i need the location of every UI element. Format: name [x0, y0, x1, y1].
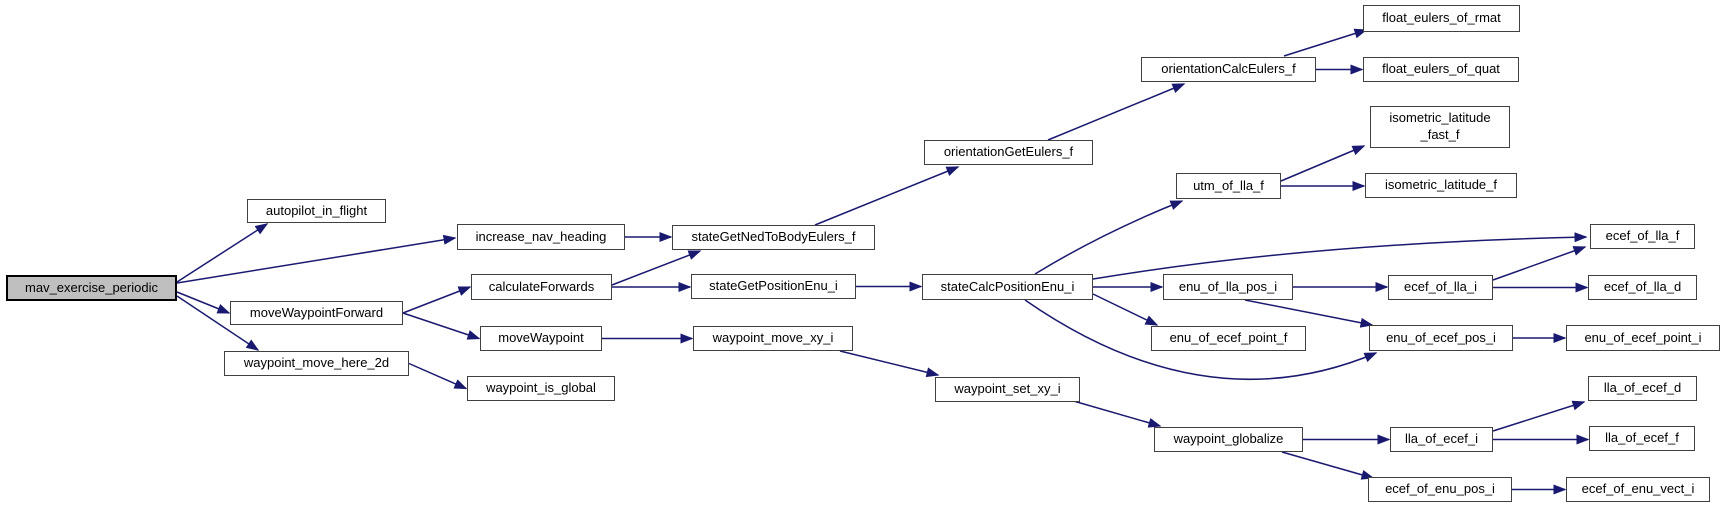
- node-label: ecef_of_lla_i: [1404, 279, 1477, 295]
- edge-stateGetNedToBodyEulers_f-to-orientationGetEulers_f: [814, 166, 960, 226]
- edge-waypoint_move_xy_i-to-waypoint_set_xy_i: [839, 350, 940, 378]
- node-label: moveWaypointForward: [249, 304, 384, 320]
- edge-moveWaypointForward-to-calculateForwards: [402, 286, 472, 314]
- node-waypoint_set_xy_i[interactable]: waypoint_set_xy_i: [935, 377, 1080, 402]
- node-label: orientationCalcEulers_f: [1161, 61, 1296, 77]
- node-float_eulers_of_quat[interactable]: float_eulers_of_quat: [1363, 57, 1519, 82]
- node-stateGetNedToBodyEulers_f[interactable]: stateGetNedToBodyEulers_f: [672, 225, 875, 250]
- node-waypoint_is_global[interactable]: waypoint_is_global: [467, 376, 615, 401]
- edge-orientationCalcEulers_f-to-float_eulers_of_rmat: [1283, 28, 1368, 57]
- edge-waypoint_move_here_2d-to-waypoint_is_global: [408, 362, 468, 390]
- node-label: ecef_of_enu_pos_i: [1385, 481, 1495, 497]
- edge-stateCalcPositionEnu_i-to-enu_of_ecef_pos_i: [1024, 299, 1378, 381]
- node-label: waypoint_globalize: [1173, 431, 1284, 447]
- edge-waypoint_globalize-to-ecef_of_enu_pos_i: [1281, 451, 1375, 480]
- node-label: enu_of_ecef_pos_i: [1386, 329, 1496, 345]
- node-label: _fast_f: [1420, 127, 1460, 142]
- node-enu_of_lla_pos_i[interactable]: enu_of_lla_pos_i: [1163, 274, 1293, 300]
- edge-stateCalcPositionEnu_i-to-utm_of_lla_f: [1034, 200, 1184, 275]
- node-label: ecef_of_lla_d: [1603, 279, 1682, 295]
- node-label: waypoint_move_here_2d: [243, 355, 390, 371]
- node-enu_of_ecef_point_i[interactable]: enu_of_ecef_point_i: [1566, 325, 1720, 351]
- node-calculateForwards[interactable]: calculateForwards: [471, 274, 612, 300]
- node-label: enu_of_ecef_point_i: [1584, 329, 1702, 345]
- edge-waypoint_set_xy_i-to-waypoint_globalize: [1069, 399, 1162, 428]
- node-waypoint_globalize[interactable]: waypoint_globalize: [1154, 427, 1303, 452]
- node-float_eulers_of_rmat[interactable]: float_eulers_of_rmat: [1363, 5, 1520, 32]
- node-label: enu_of_lla_pos_i: [1178, 278, 1278, 294]
- node-label: waypoint_move_xy_i: [712, 330, 834, 346]
- node-ecef_of_lla_d[interactable]: ecef_of_lla_d: [1588, 275, 1697, 300]
- node-orientationCalcEulers_f[interactable]: orientationCalcEulers_f: [1141, 57, 1316, 82]
- node-lla_of_ecef_i[interactable]: lla_of_ecef_i: [1390, 427, 1493, 452]
- node-ecef_of_lla_f[interactable]: ecef_of_lla_f: [1590, 224, 1695, 249]
- edge-utm_of_lla_f-to-isometric_latitude_fast_f: [1280, 145, 1366, 182]
- node-label: mav_exercise_periodic: [25, 279, 158, 295]
- node-label: waypoint_set_xy_i: [954, 381, 1061, 397]
- edge-enu_of_lla_pos_i-to-enu_of_ecef_pos_i: [1244, 299, 1374, 328]
- edge-stateCalcPositionEnu_i-to-enu_of_ecef_point_f: [1092, 293, 1159, 326]
- edge-moveWaypointForward-to-moveWaypoint: [402, 312, 481, 340]
- node-utm_of_lla_f[interactable]: utm_of_lla_f: [1176, 173, 1281, 199]
- node-label: isometric_latitude_f: [1385, 177, 1497, 193]
- node-label: stateCalcPositionEnu_i: [940, 278, 1075, 294]
- node-label: float_eulers_of_quat: [1382, 61, 1500, 77]
- node-ecef_of_lla_i[interactable]: ecef_of_lla_i: [1388, 275, 1493, 300]
- node-lla_of_ecef_f[interactable]: lla_of_ecef_f: [1589, 426, 1695, 451]
- node-label: utm_of_lla_f: [1193, 177, 1264, 193]
- node-ecef_of_enu_vect_i[interactable]: ecef_of_enu_vect_i: [1566, 477, 1710, 502]
- edge-stateCalcPositionEnu_i-to-ecef_of_lla_f: [1092, 232, 1588, 280]
- node-waypoint_move_xy_i[interactable]: waypoint_move_xy_i: [693, 326, 853, 351]
- node-label: increase_nav_heading: [475, 228, 607, 244]
- node-label: isometric_latitude: [1389, 110, 1491, 126]
- node-label: stateGetNedToBodyEulers_f: [691, 229, 856, 245]
- edge-mav_exercise_periodic-to-waypoint_move_here_2d: [176, 295, 260, 351]
- node-orientationGetEulers_f[interactable]: orientationGetEulers_f: [924, 140, 1093, 165]
- edge-mav_exercise_periodic-to-autopilot_in_flight: [176, 223, 269, 283]
- node-label: lla_of_ecef_i: [1405, 431, 1478, 447]
- node-enu_of_ecef_pos_i[interactable]: enu_of_ecef_pos_i: [1369, 325, 1513, 351]
- node-label: enu_of_ecef_point_f: [1169, 330, 1288, 346]
- node-moveWaypointForward[interactable]: moveWaypointForward: [230, 301, 403, 325]
- node-label: ecef_of_enu_vect_i: [1581, 481, 1695, 497]
- node-label: stateGetPositionEnu_i: [709, 278, 838, 294]
- node-label: lla_of_ecef_d: [1603, 380, 1682, 396]
- edge-lla_of_ecef_i-to-lla_of_ecef_d: [1492, 400, 1586, 432]
- edge-mav_exercise_periodic-to-increase_nav_heading: [176, 234, 457, 284]
- node-label: waypoint_is_global: [486, 380, 596, 396]
- node-ecef_of_enu_pos_i[interactable]: ecef_of_enu_pos_i: [1368, 477, 1512, 502]
- node-increase_nav_heading[interactable]: increase_nav_heading: [457, 224, 625, 250]
- node-mav_exercise_periodic: mav_exercise_periodic: [6, 275, 177, 301]
- node-isometric_latitude_f[interactable]: isometric_latitude_f: [1365, 173, 1517, 198]
- edge-calculateForwards-to-stateGetNedToBodyEulers_f: [611, 250, 702, 286]
- node-label: autopilot_in_flight: [265, 202, 368, 218]
- node-label: ecef_of_lla_f: [1605, 228, 1680, 244]
- node-stateCalcPositionEnu_i[interactable]: stateCalcPositionEnu_i: [922, 274, 1093, 300]
- node-enu_of_ecef_point_f[interactable]: enu_of_ecef_point_f: [1151, 326, 1306, 351]
- node-label: moveWaypoint: [498, 330, 584, 346]
- edge-ecef_of_lla_i-to-ecef_of_lla_f: [1492, 246, 1587, 281]
- node-moveWaypoint[interactable]: moveWaypoint: [480, 326, 602, 351]
- node-label: calculateForwards: [488, 278, 595, 294]
- node-isometric_latitude_fast_f[interactable]: isometric_latitude_fast_f: [1370, 106, 1510, 148]
- node-label: orientationGetEulers_f: [943, 144, 1074, 160]
- node-label: lla_of_ecef_f: [1605, 430, 1679, 446]
- node-lla_of_ecef_d[interactable]: lla_of_ecef_d: [1588, 376, 1697, 401]
- node-waypoint_move_here_2d[interactable]: waypoint_move_here_2d: [224, 351, 409, 376]
- edge-mav_exercise_periodic-to-moveWaypointForward: [176, 291, 231, 314]
- node-stateGetPositionEnu_i[interactable]: stateGetPositionEnu_i: [691, 274, 856, 299]
- node-label: float_eulers_of_rmat: [1382, 10, 1501, 26]
- node-autopilot_in_flight[interactable]: autopilot_in_flight: [247, 199, 386, 223]
- edge-orientationGetEulers_f-to-orientationCalcEulers_f: [1047, 83, 1186, 141]
